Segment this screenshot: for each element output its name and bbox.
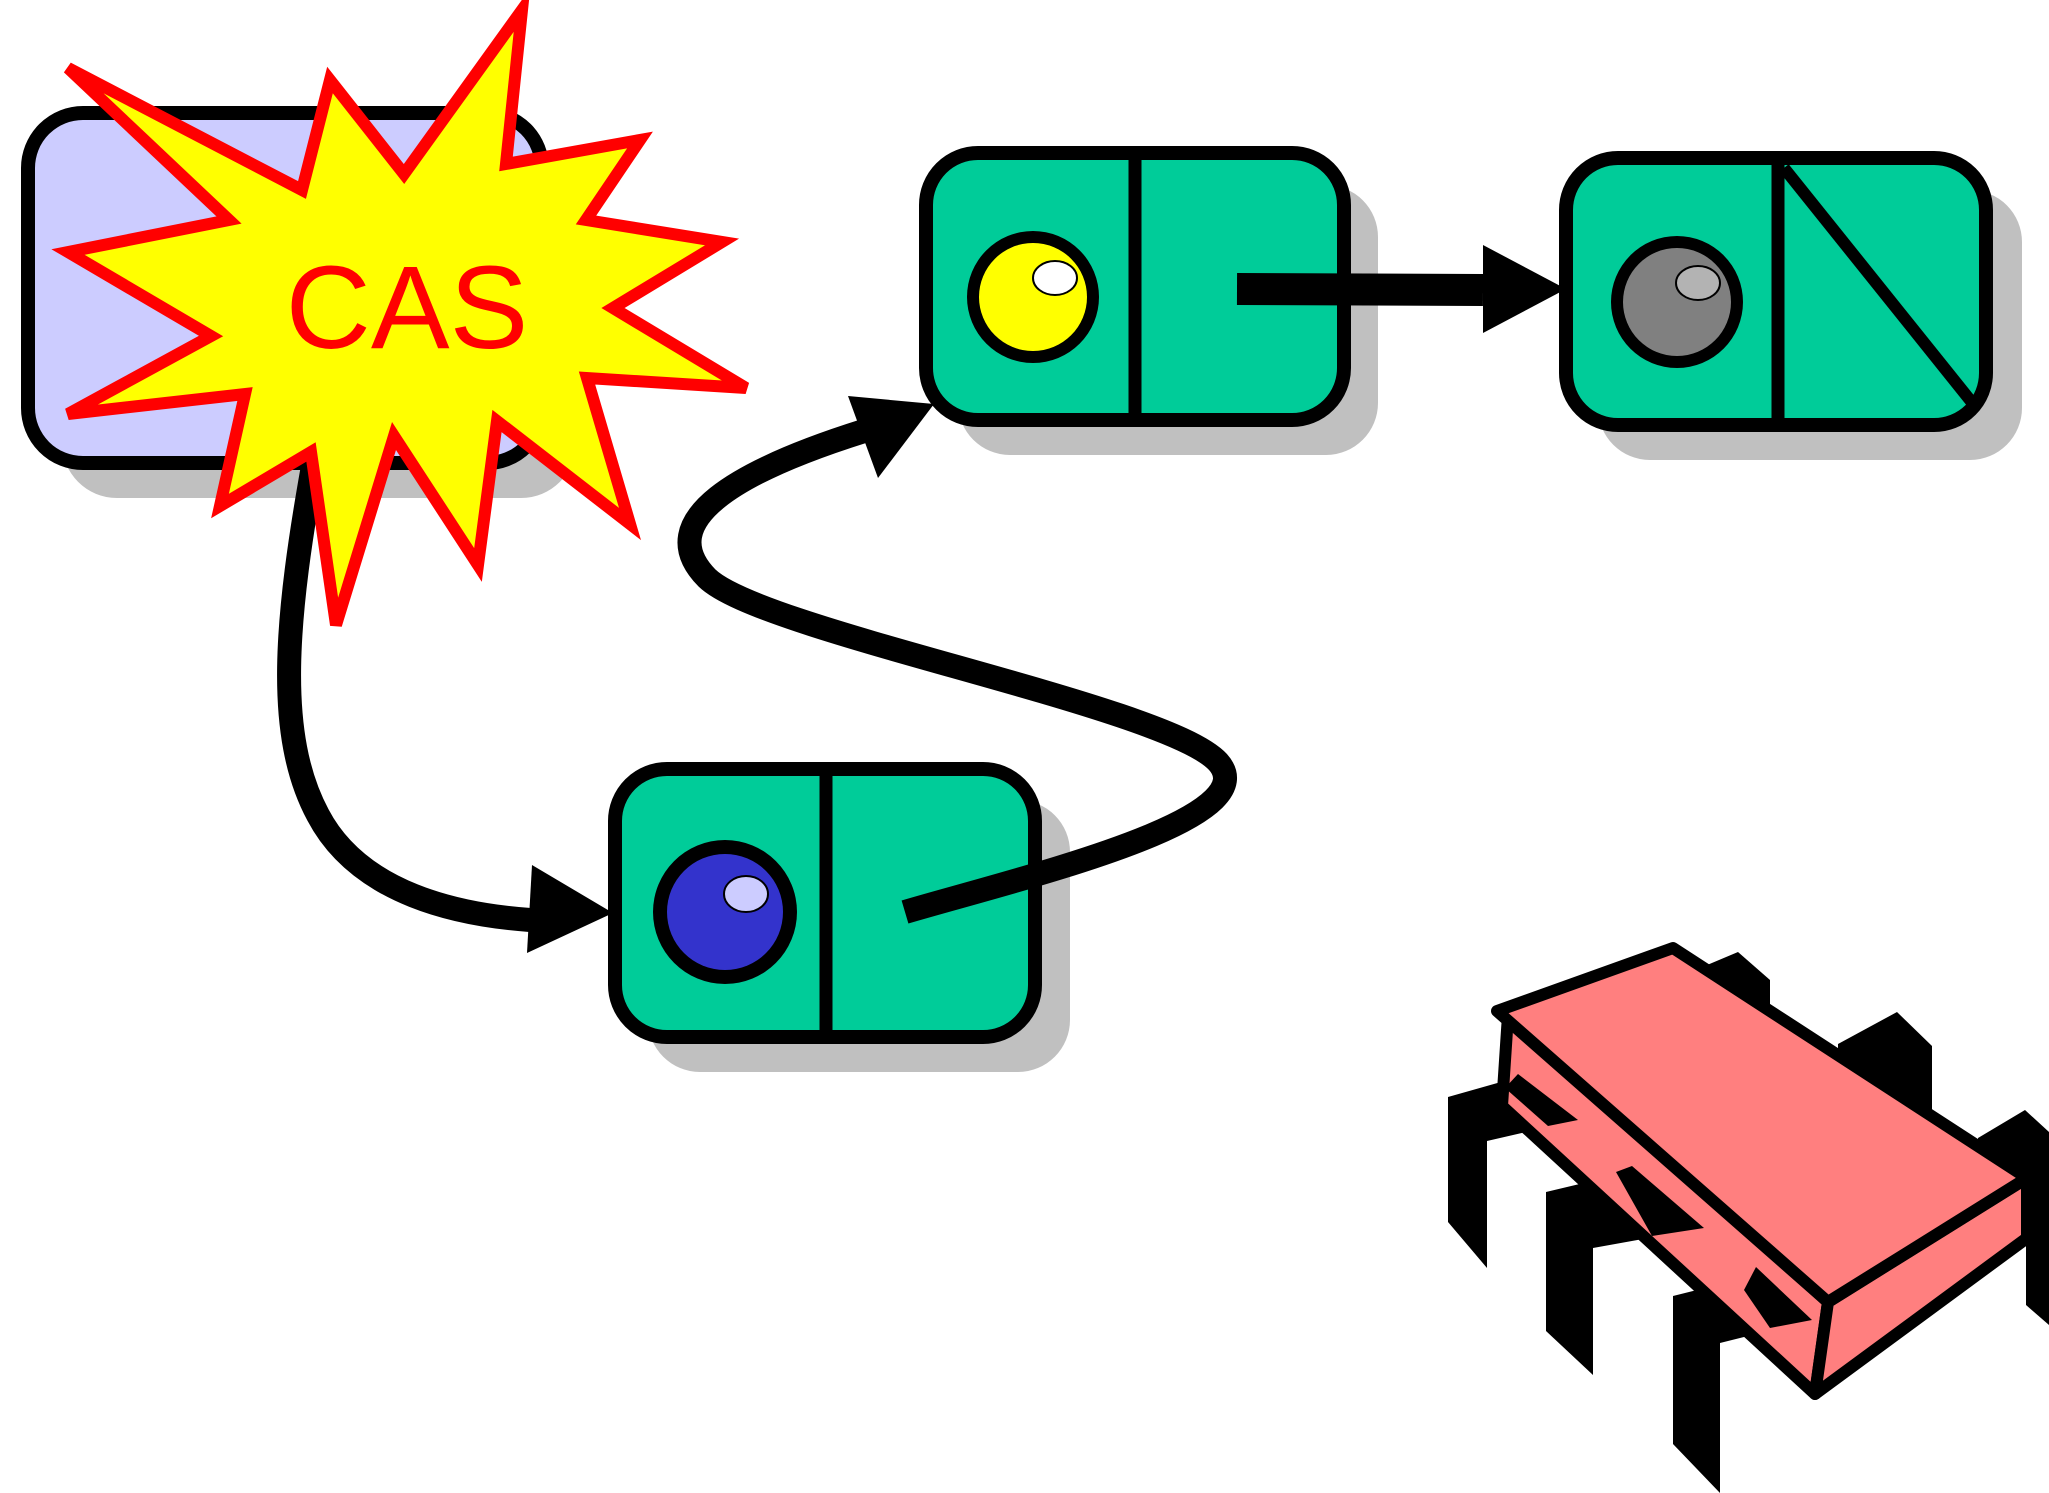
list-node-first <box>919 146 1378 455</box>
arrow-first-node-to-second-node <box>1236 245 1566 333</box>
list-node-second <box>1559 151 2022 460</box>
value-ball-icon <box>1611 236 1743 368</box>
cas-burst-icon: CAS <box>51 0 750 627</box>
cas-label: CAS <box>286 242 529 374</box>
arrow-head-to-new-node <box>277 452 613 953</box>
value-ball-icon <box>653 840 797 984</box>
memory-chip-icon <box>1448 942 2049 1493</box>
null-pointer-slash <box>1779 164 1979 409</box>
arrow-new-node-to-first-node <box>677 396 1237 924</box>
value-ball-icon <box>967 231 1099 363</box>
list-node-new <box>608 762 1070 1072</box>
cas-burst-shape <box>51 0 750 627</box>
